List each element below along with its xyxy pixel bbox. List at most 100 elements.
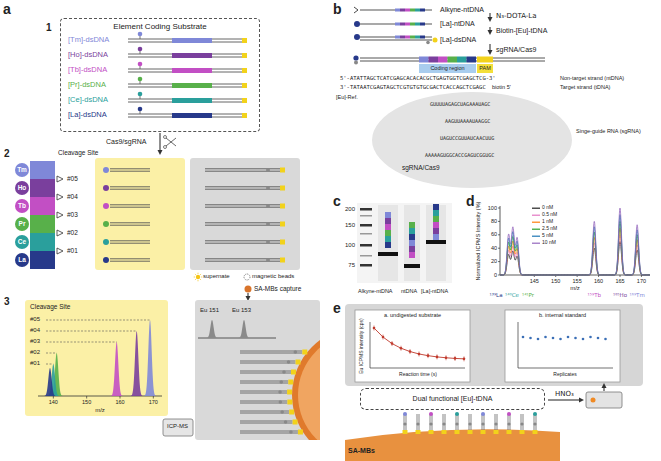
axis-tick: 140 [49,399,58,405]
sequence-text: biotin 5' [492,84,511,90]
dna-strand [360,23,432,24]
europium-tag [426,41,430,45]
node-text: La [18,256,26,263]
error-bar [464,356,465,361]
europium-tag [520,422,523,425]
biotin-tag [242,68,247,73]
lane-stripe [433,216,439,222]
arrow-head [488,30,493,35]
dna-label: [La]-ntDNA [440,20,475,28]
ladder-band [360,255,372,257]
leader-line [46,353,57,354]
biotin-tag [494,430,499,434]
data-point [427,354,430,357]
sequence-text: AAGUUAAAAUAAGGC [445,119,490,125]
dna-strand [484,414,485,430]
biotin-tag [242,98,247,103]
plasma-torch [591,398,596,403]
dna-strand [469,414,470,430]
sequence-text: UAGUCCGUUAUCAACUUG [440,136,494,142]
dna-strand [240,431,298,432]
peak-label: Eu 151 [200,307,219,314]
leader-line [46,331,137,332]
node-text: Tb [18,202,26,209]
axis-title: Cleavage Site [30,303,70,310]
lane-stripe [433,210,439,216]
result-panel [345,304,643,386]
error-bar [437,354,438,359]
biotin-tag [280,222,285,227]
bead-icon [245,286,252,293]
substrate-label: [La]-dsDNA [68,111,107,120]
cleavage-site: #03 [67,211,78,218]
gel-lane [426,205,446,281]
axis-tick: 145 [530,278,539,284]
element-tag [429,412,433,416]
coding-segment [415,9,420,12]
biotin-tag [455,430,460,434]
element-circle: Ho [15,181,29,195]
biotin-tag [288,380,293,385]
data-point [559,338,562,341]
isotope-label: ¹⁶⁵Ho [613,292,627,298]
bead-band: SA-MBs [348,444,398,458]
panel-letter: e [333,300,341,316]
axis-title: Cleavage Site [58,149,98,156]
element-tag [138,92,143,97]
node-text: b. internal standard [539,312,586,318]
biotin-tag [287,390,292,395]
axis-tick: 200 [345,206,355,213]
dna-strand [523,414,524,430]
cleavage-site: #04 [67,193,78,200]
axis-line [370,322,371,368]
europium-tag [266,258,270,262]
element-tag [481,412,485,416]
dna-fragment [110,258,150,259]
axis-title: Eu ICPMS intensity (cps) [359,318,365,374]
reagent-label: N₃-DOTA-La [496,12,537,20]
dna-fragment [110,168,150,169]
axis-tick [153,396,154,399]
axis-line [370,368,465,369]
icpms-instrument [586,392,622,408]
axis-tick: 100 [345,242,355,249]
error-bar [401,346,402,351]
spectrum-peak [110,342,123,396]
node-text: Tm [17,166,27,173]
biotin-tag [433,38,438,43]
cleavage-site: #04 [30,327,40,334]
scissors [164,136,167,139]
substrate-label: [Tb]-dsDNA [68,66,107,75]
europium-tag [284,420,288,424]
lane-stripe [433,234,439,240]
dna-strand [521,414,522,430]
biotin-tag [296,360,301,365]
element-tag [138,107,143,112]
dashed-group-box: Dual functional [Eu]-tDNA [360,388,545,410]
legend-text: 10 nM [542,240,556,246]
error-bar [428,353,429,358]
step-number: 3 [4,296,10,308]
axis-line [518,322,519,368]
element-circle: La [15,253,29,267]
axis-tick: 150 [551,278,560,284]
lane-stripe [409,240,415,246]
node-text: a. undigested substrate [384,312,441,318]
magnetic-bead [298,333,320,440]
dna-strand [471,414,472,430]
element-tag [455,412,459,416]
lane-stripe [409,246,415,252]
axis-tick: 170 [149,399,158,405]
coding-segment [400,36,405,39]
sequence-text: 3'-TATAATCGAGTAGCTCGTGTGTGCGACTCACCAGCTC… [340,84,486,90]
biotin-tag [287,400,292,405]
coding-region-box: Coding region [419,64,476,73]
element-tag [354,34,360,40]
data-point [597,337,600,340]
europium-tag [507,422,510,425]
data-point [382,336,385,339]
cleavage-site: #01 [67,247,78,254]
arrow-head [602,383,607,388]
flow-arrow [159,133,160,151]
coding-segment [172,38,212,43]
